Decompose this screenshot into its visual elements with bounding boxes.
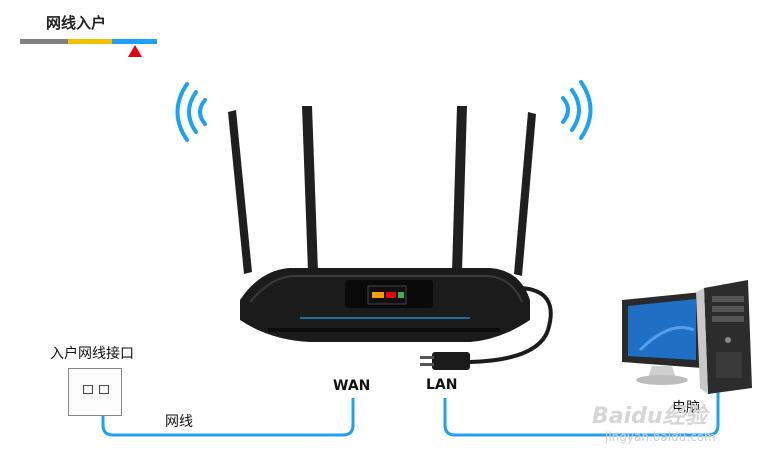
segment-blue	[112, 39, 157, 44]
jack-port-left	[83, 385, 93, 394]
wall-jack-icon	[68, 368, 122, 416]
lan-label: LAN	[426, 377, 458, 393]
wan-label: WAN	[333, 378, 371, 394]
jack-label: 入户网线接口	[50, 346, 134, 362]
red-marker-icon	[128, 45, 142, 57]
antenna-group	[228, 106, 536, 276]
router-body	[240, 268, 530, 342]
segment-gray	[20, 39, 68, 44]
power-cable	[469, 286, 553, 364]
cable-label: 网线	[165, 414, 193, 430]
segment-yellow	[68, 39, 112, 44]
cable-jack-to-wan	[101, 392, 355, 437]
power-plug-icon	[420, 352, 470, 370]
watermark-brand: Baidu经验	[592, 404, 707, 429]
computer-label: 电脑	[672, 400, 700, 416]
cable-lan-to-computer	[443, 390, 720, 437]
watermark-url: jingyan.baidu.com	[605, 430, 716, 444]
pc-tower-icon	[696, 280, 752, 394]
wifi-right-icon	[561, 80, 593, 140]
monitor-icon	[622, 292, 702, 385]
top-title: 网线入户	[46, 14, 107, 32]
jack-port-right	[99, 385, 109, 394]
wifi-left-icon	[175, 82, 207, 142]
